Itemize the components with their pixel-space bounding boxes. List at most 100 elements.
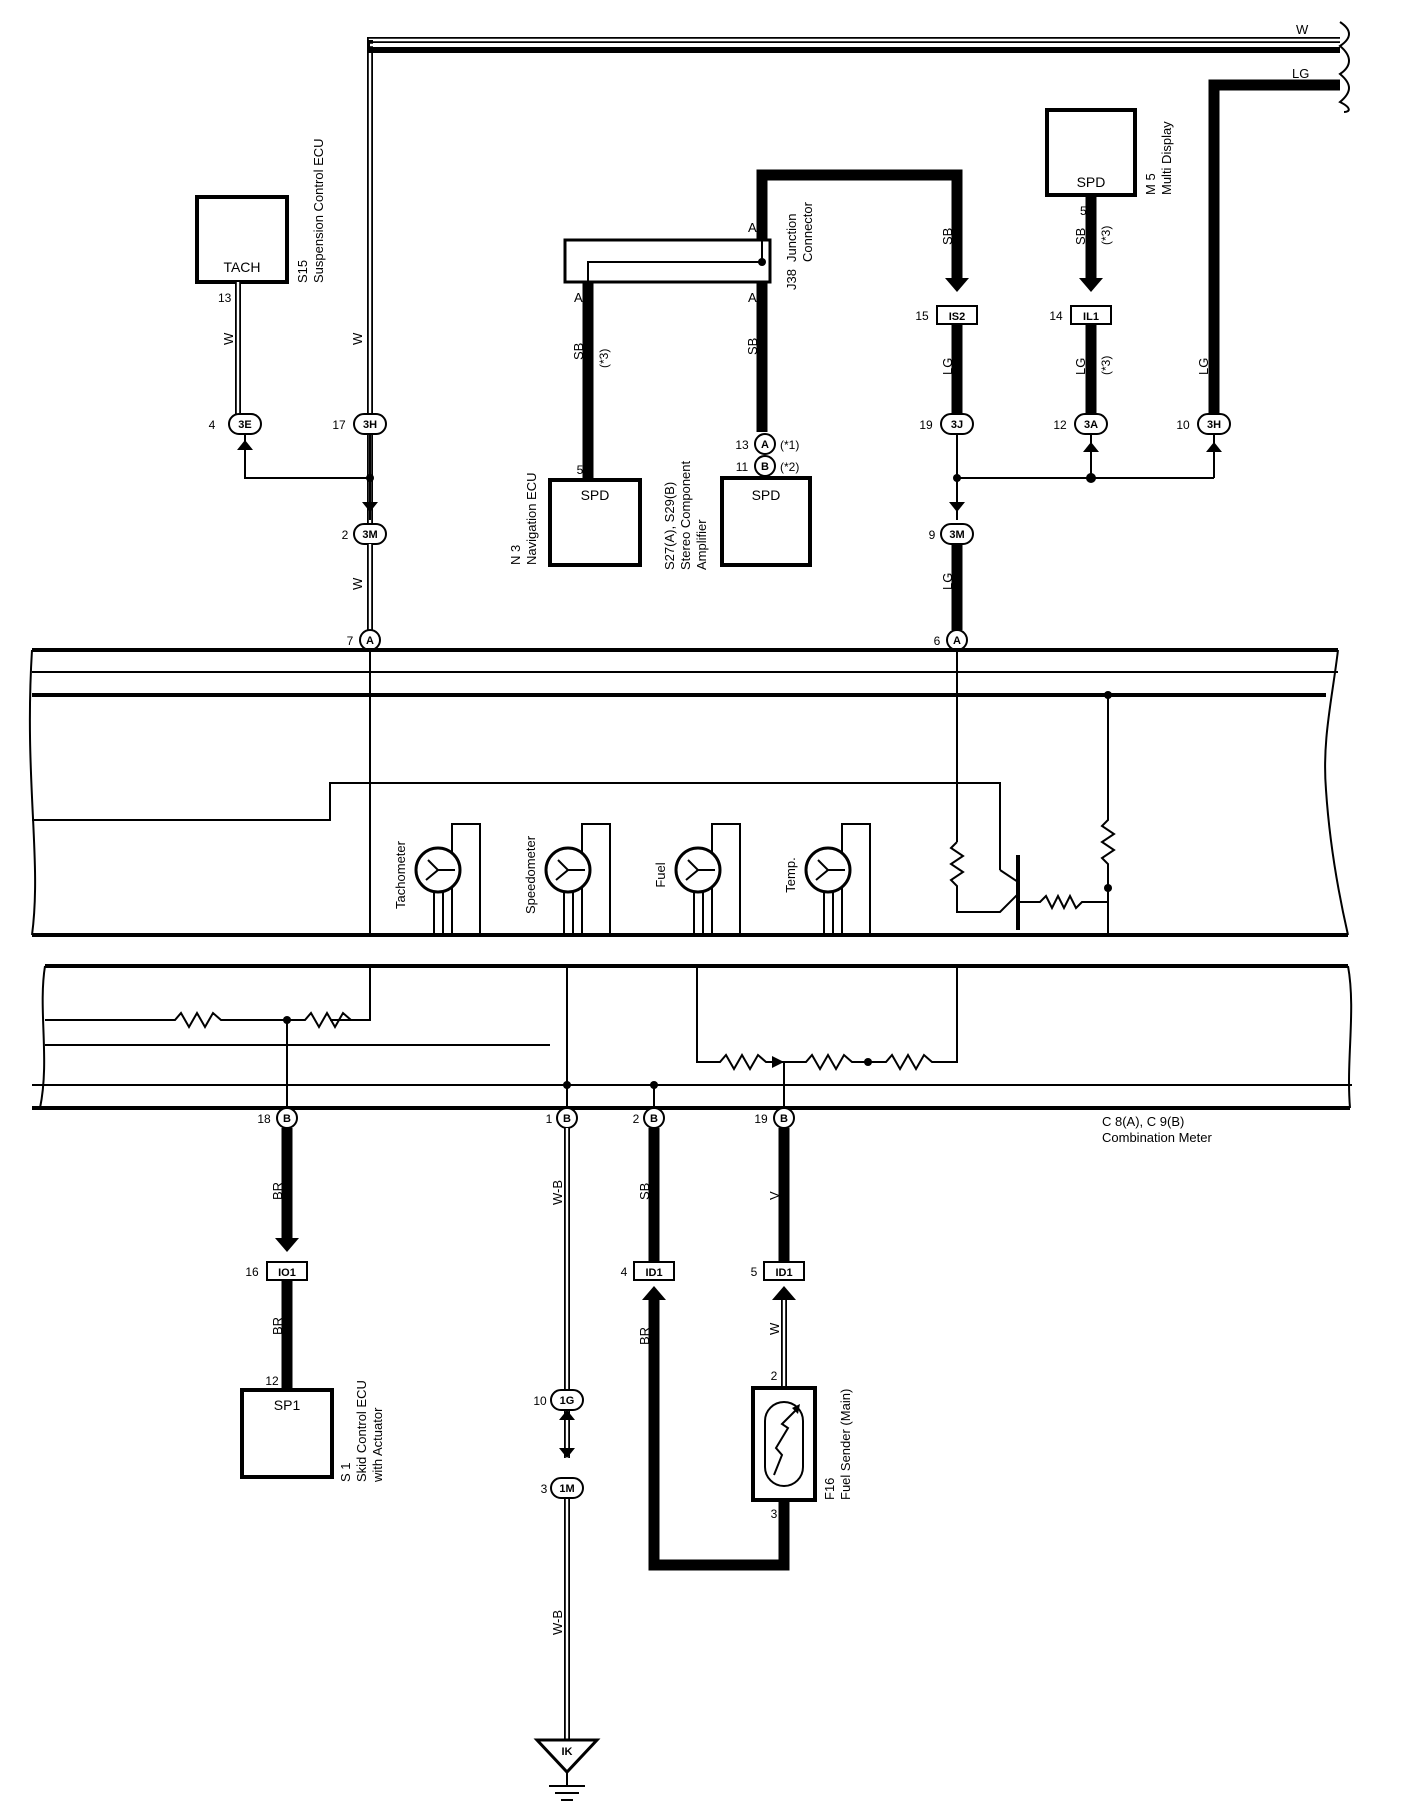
svg-text:7: 7 (347, 634, 354, 648)
component-m5: SPD M 5 Multi Display 5 (1045, 108, 1174, 218)
meter-ref: C 8(A), C 9(B) (1102, 1114, 1184, 1129)
svg-text:3E: 3E (238, 419, 251, 431)
svg-text:B: B (780, 1113, 788, 1125)
s15-ref: S15 (295, 260, 310, 283)
connector-3m-9: 3M 9 (929, 523, 974, 545)
svg-text:SPD: SPD (581, 487, 610, 503)
svg-text:ID1: ID1 (775, 1267, 792, 1279)
meter-name: Combination Meter (1102, 1130, 1212, 1145)
svg-text:with Actuator: with Actuator (370, 1407, 385, 1483)
svg-text:3J: 3J (951, 419, 963, 431)
svg-text:Fuel Sender (Main): Fuel Sender (Main) (838, 1389, 853, 1500)
gauge-fuel: Fuel (653, 823, 741, 935)
terminal-tach: TACH (223, 259, 260, 275)
svg-text:2: 2 (771, 1369, 778, 1383)
component-s1: SP1 12 S 1 Skid Control ECU with Actuato… (240, 1374, 385, 1483)
svg-text:11: 11 (736, 460, 749, 474)
connector-b-2: B 2 (633, 1107, 665, 1129)
svg-text:3: 3 (541, 1482, 548, 1496)
svg-text:M 5: M 5 (1143, 173, 1158, 195)
svg-text:(*2): (*2) (780, 460, 799, 474)
svg-text:IL1: IL1 (1083, 311, 1099, 323)
gauge-label-speedometer: Speedometer (523, 835, 538, 914)
gauge-label-fuel: Fuel (653, 862, 668, 887)
component-n3: SPD 5 N 3 Navigation ECU (508, 463, 642, 567)
svg-text:10: 10 (1176, 418, 1190, 432)
svg-text:3H: 3H (1207, 419, 1221, 431)
svg-text:A: A (574, 290, 583, 305)
connector-b-11: B 11 (*2) (736, 455, 799, 477)
svg-text:Navigation ECU: Navigation ECU (524, 473, 539, 566)
gauge-label-tachometer: Tachometer (393, 840, 408, 909)
wire-color-sb-is2: SB (940, 228, 955, 245)
connector-a-13: A 13 (*1) (735, 433, 799, 455)
wire-color-sb-id1: SB (637, 1183, 652, 1200)
junction-io1: IO1 16 (245, 1261, 308, 1281)
svg-text:Skid Control ECU: Skid Control ECU (354, 1380, 369, 1482)
svg-text:3M: 3M (949, 529, 964, 541)
svg-text:IO1: IO1 (278, 1267, 296, 1279)
svg-text:15: 15 (915, 309, 929, 323)
wire-color-w-3m: W (350, 577, 365, 590)
connector-3e: 3E 4 (209, 413, 262, 435)
component-f16: 2 3 F16 Fuel Sender (Main) (751, 1369, 853, 1521)
svg-text:N 3: N 3 (508, 545, 523, 565)
connector-3a: 3A 12 (1053, 413, 1108, 435)
connector-b-1: B 1 (546, 1107, 578, 1129)
note-3-m5: (*3) (1099, 226, 1113, 245)
svg-text:J38: J38 (784, 269, 799, 290)
ground-symbol: IK (533, 1738, 601, 1801)
svg-text:6: 6 (934, 634, 941, 648)
junction-is2: IS2 15 (915, 305, 978, 325)
wire-color-lg-3m: LG (940, 573, 955, 590)
svg-text:S 1: S 1 (338, 1462, 353, 1482)
gauge-label-temp: Temp. (783, 857, 798, 892)
svg-text:19: 19 (754, 1112, 768, 1126)
wire-color-br-io1: BR (270, 1317, 285, 1335)
svg-text:5: 5 (751, 1265, 758, 1279)
connector-b-18: B 18 (257, 1107, 298, 1129)
wire-color-sb-m5: SB (1073, 228, 1088, 245)
svg-text:4: 4 (209, 418, 216, 432)
svg-text:3H: 3H (363, 419, 377, 431)
svg-text:12: 12 (1053, 418, 1067, 432)
connector-3j: 3J 19 (919, 413, 974, 435)
svg-text:B: B (761, 461, 769, 473)
wire-color-lg-3j: LG (940, 358, 955, 375)
wire-color-w-fuel: W (767, 1322, 782, 1335)
svg-text:Multi Display: Multi Display (1159, 121, 1174, 195)
connector-a-7: A 7 (347, 629, 381, 651)
svg-text:IS2: IS2 (949, 311, 966, 323)
gauge-temp: Temp. (783, 823, 871, 935)
svg-text:ID1: ID1 (645, 1267, 662, 1279)
svg-text:IK: IK (562, 1746, 573, 1758)
top-lg-wire (1208, 79, 1340, 420)
svg-text:19: 19 (919, 418, 933, 432)
connector-a-6: A 6 (934, 629, 968, 651)
wire-color-w-s15: W (221, 332, 236, 345)
s15-name: Suspension Control ECU (311, 138, 326, 283)
break-mark (1338, 21, 1350, 113)
svg-text:B: B (563, 1113, 571, 1125)
svg-text:5: 5 (1080, 204, 1087, 218)
connector-1m: 1M 3 (541, 1477, 584, 1499)
wire-color-br-id1: BR (637, 1327, 652, 1345)
wire-color-lg-3a: LG (1073, 358, 1088, 375)
wire-color-w: W (1296, 22, 1309, 37)
svg-text:Stereo Component: Stereo Component (678, 460, 693, 570)
component-s27: SPD S27(A), S29(B) Stereo Component Ampl… (662, 460, 812, 570)
svg-text:3A: 3A (1084, 419, 1098, 431)
svg-text:10: 10 (533, 1394, 547, 1408)
svg-text:16: 16 (245, 1265, 259, 1279)
svg-text:Connector: Connector (800, 201, 815, 262)
gauge-speedometer: Speedometer (523, 823, 611, 935)
svg-text:2: 2 (342, 528, 349, 542)
wire-color-w-3h: W (350, 332, 365, 345)
svg-text:SP1: SP1 (274, 1397, 301, 1413)
wire-color-lg: LG (1292, 66, 1309, 81)
svg-text:SPD: SPD (752, 487, 781, 503)
wire-color-wb-top: W-B (550, 1180, 565, 1205)
connector-b-19: B 19 (754, 1107, 795, 1129)
svg-text:(*1): (*1) (780, 438, 799, 452)
junction-id1-4: ID1 4 (621, 1261, 675, 1281)
